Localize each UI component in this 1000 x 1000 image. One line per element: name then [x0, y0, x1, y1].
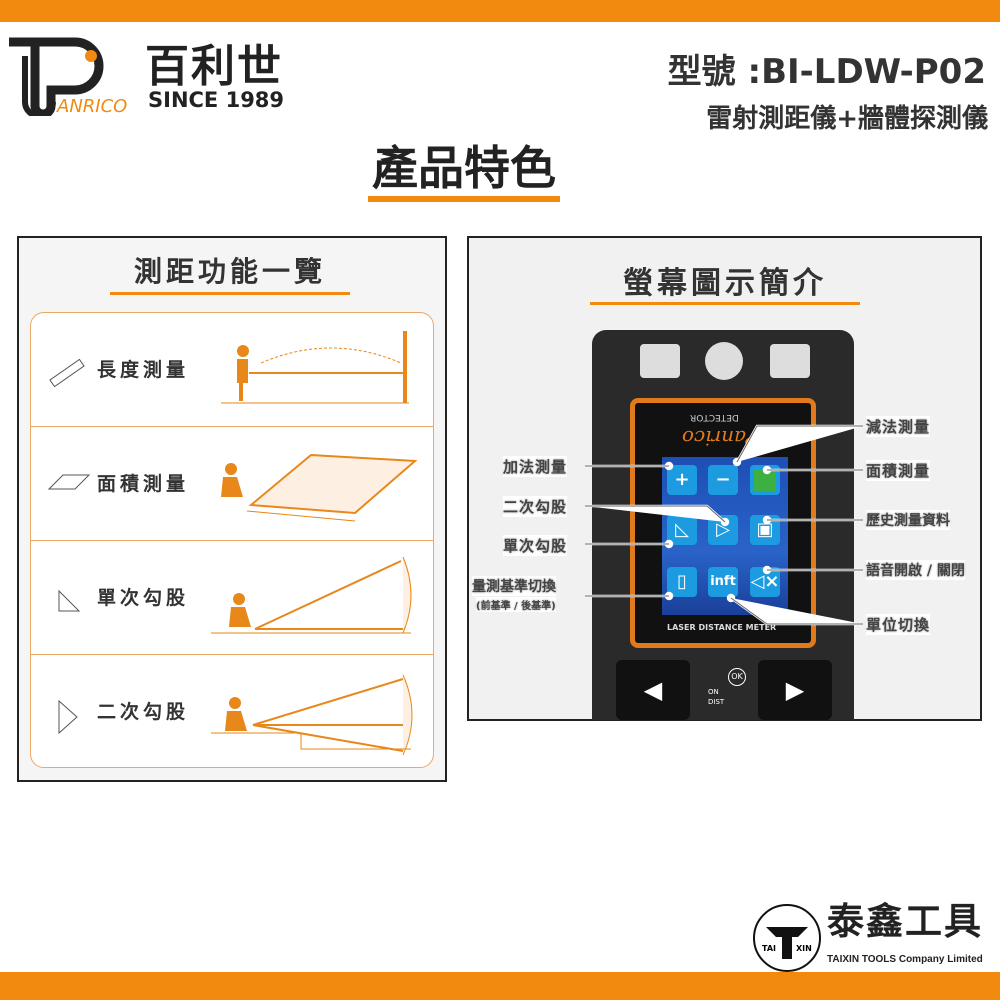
title-underline	[590, 302, 860, 305]
svg-text:XIN: XIN	[796, 944, 812, 953]
double-triangle-icon	[58, 674, 413, 756]
function-list: 長度測量 面積測量 單次勾股 二次勾股	[30, 312, 434, 768]
left-arrow-button: ◀	[616, 660, 690, 720]
product-subtitle: 雷射測距儀+牆體探測儀	[706, 104, 988, 134]
brand-name-cn: 百利世	[145, 41, 283, 92]
since-label: SINCE 1989	[148, 88, 285, 112]
mode-button	[770, 344, 810, 378]
single-triangle-icon: ◺	[667, 515, 697, 545]
callout-unit-switch: 單位切換	[866, 614, 931, 635]
on-label: ON	[708, 688, 719, 696]
svg-text:TAI: TAI	[762, 944, 776, 953]
reference-switch-icon: ▯	[667, 567, 697, 597]
function-label: 二次勾股	[97, 701, 190, 723]
minus-icon: −	[708, 465, 738, 495]
function-label: 面積測量	[97, 473, 190, 495]
laser-meter-label: LASER DISTANCE METER	[667, 623, 777, 632]
power-button	[705, 342, 743, 380]
right-arrow-button: ▶	[758, 660, 832, 720]
callout-reference-switch: 量測基準切換	[472, 576, 556, 596]
callout-single-pythagoras: 單次勾股	[503, 535, 568, 556]
callout-voice: 語音開啟 / 關閉	[866, 560, 965, 580]
company-name-en: TAIXIN TOOLS Company Limited	[827, 953, 983, 966]
title-underline	[110, 292, 350, 295]
function-row-double-pythagoras: 二次勾股	[31, 655, 433, 767]
function-label: 長度測量	[97, 359, 190, 381]
callout-addition: 加法測量	[503, 456, 568, 477]
company-name-cn: 泰鑫工具	[827, 900, 983, 943]
callout-history: 歷史測量資料	[866, 510, 950, 530]
callout-subtraction: 減法測量	[866, 416, 931, 437]
bottom-accent-bar	[0, 972, 1000, 1000]
ok-button: OK	[728, 668, 746, 686]
function-row-length: 長度測量	[31, 313, 433, 427]
unit-switch-icon: inft	[708, 567, 738, 597]
callout-double-pythagoras: 二次勾股	[503, 496, 568, 517]
callout-lines	[585, 424, 863, 626]
area-icon	[47, 453, 418, 522]
callout-reference-note: (前基準 / 後基準)	[476, 597, 556, 612]
right-panel-title: 螢幕圖示簡介	[623, 266, 827, 301]
ruler-icon	[49, 331, 409, 404]
model-number: 型號 :BI-LDW-P02	[667, 52, 986, 92]
wall-detect-button	[640, 344, 680, 378]
right-triangle-icon	[58, 556, 412, 634]
top-accent-bar	[0, 0, 1000, 22]
dist-label: DIST	[708, 698, 725, 706]
function-label: 單次勾股	[97, 587, 190, 609]
panrico-logo: ANRICO	[9, 37, 127, 116]
function-row-single-pythagoras: 單次勾股	[31, 541, 433, 655]
function-row-area: 面積測量	[31, 427, 433, 541]
callout-area: 面積測量	[866, 460, 931, 481]
features-title: 產品特色	[368, 140, 560, 202]
taixin-logo: TAI XIN	[753, 904, 821, 972]
plus-icon: +	[667, 465, 697, 495]
left-panel-title: 測距功能一覽	[133, 255, 326, 288]
svg-text:ANRICO: ANRICO	[56, 96, 127, 116]
